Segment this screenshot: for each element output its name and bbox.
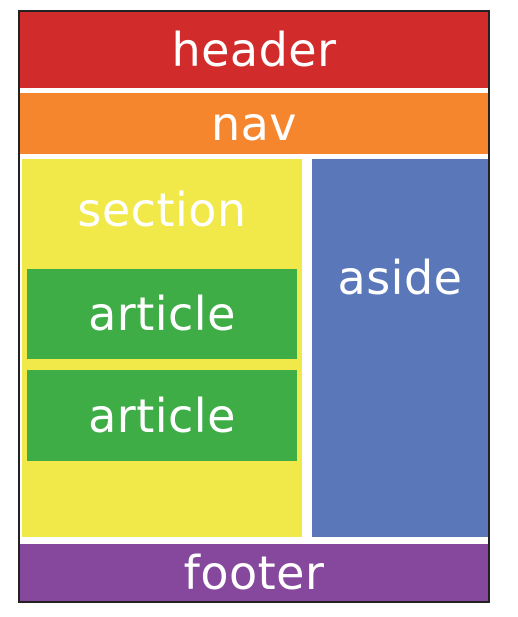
header-block: header [20, 12, 488, 88]
section-label: section [77, 183, 247, 237]
article-label-2: article [88, 388, 236, 443]
nav-block: nav [20, 93, 488, 154]
nav-label: nav [210, 96, 298, 151]
header-label: header [171, 23, 337, 77]
layout-frame: header nav section article article aside… [18, 10, 490, 603]
footer-label: footer [183, 545, 325, 600]
article-block-1: article [27, 269, 297, 359]
aside-block: aside [312, 159, 488, 537]
aside-label: aside [337, 251, 463, 305]
article-block-2: article [27, 370, 297, 461]
article-label-1: article [88, 287, 236, 341]
footer-block: footer [20, 544, 488, 601]
